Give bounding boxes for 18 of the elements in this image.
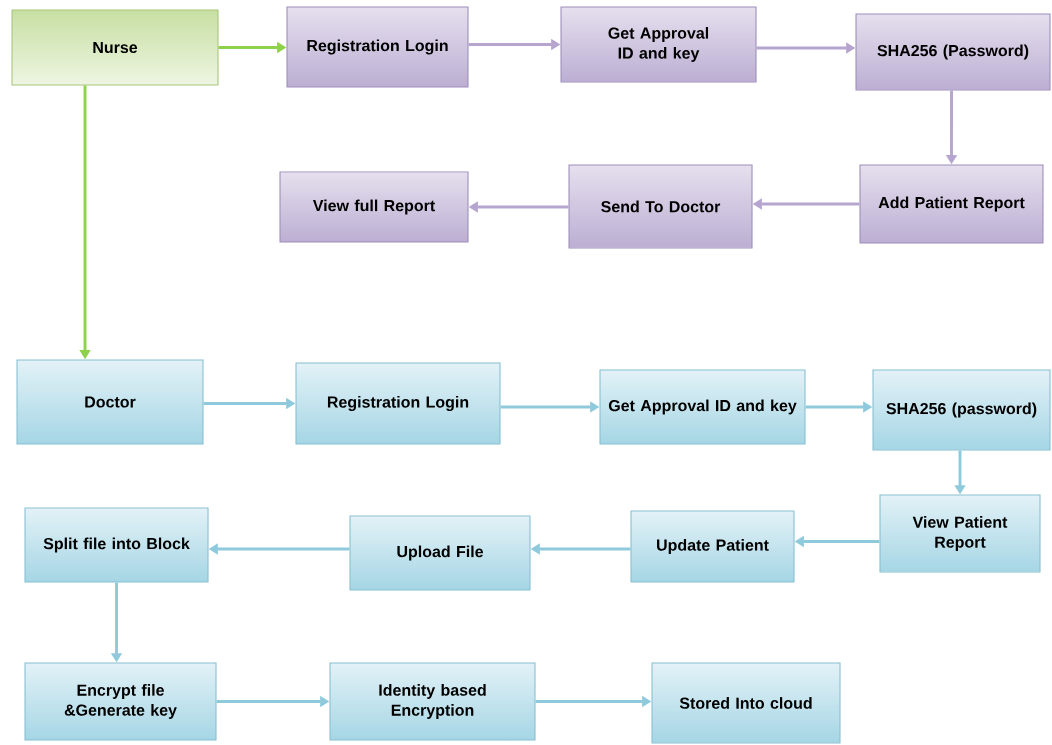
- process-box: Get Approval ID and key: [560, 6, 757, 83]
- process-box: Send To Doctor: [568, 164, 753, 249]
- process-box: Add Patient Report: [859, 164, 1044, 244]
- process-box: Encrypt file &Generate key: [24, 662, 217, 741]
- process-box: Stored Into cloud: [651, 662, 841, 744]
- process-box: Doctor: [16, 359, 204, 445]
- process-box: Nurse: [11, 9, 219, 86]
- process-box: Registration Login: [295, 362, 501, 445]
- process-box: SHA256 (password): [872, 369, 1051, 451]
- process-box: Get Approval ID and key: [599, 369, 806, 445]
- process-box: Registration Login: [286, 6, 469, 88]
- process-box: Split file into Block: [24, 507, 209, 583]
- process-box: Update Patient: [630, 510, 795, 583]
- process-box: View Patient Report: [879, 494, 1041, 573]
- process-box: SHA256 (Password): [855, 13, 1051, 91]
- process-box: Upload File: [349, 515, 531, 591]
- process-box: View full Report: [279, 171, 469, 243]
- process-box: Identity based Encryption: [329, 662, 536, 741]
